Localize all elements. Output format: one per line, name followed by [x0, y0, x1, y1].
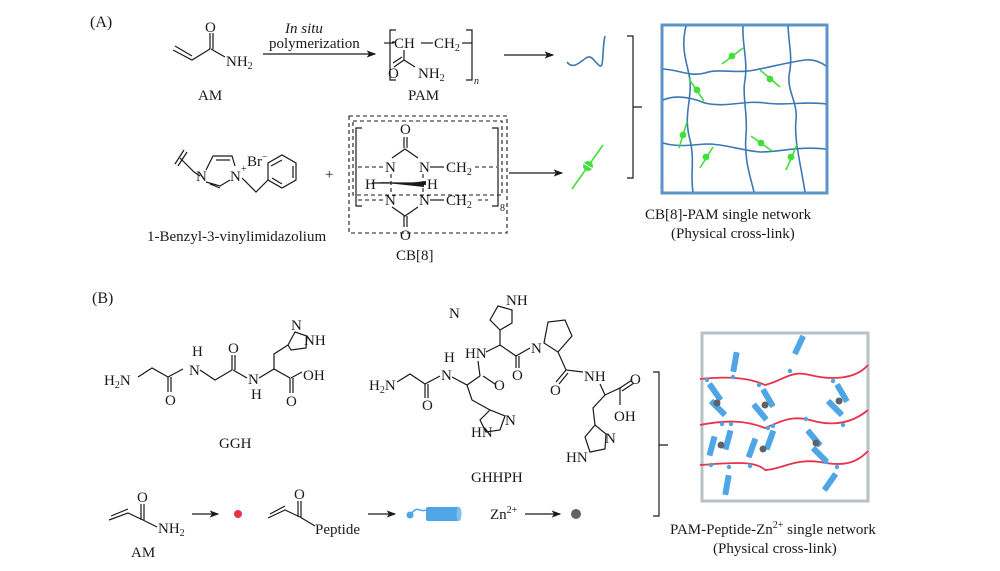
- svg-text:O: O: [400, 228, 411, 244]
- svg-text:N: N: [291, 318, 302, 334]
- svg-text:O: O: [137, 490, 148, 506]
- svg-text:N: N: [531, 341, 542, 357]
- cb8-structure: 8 O N N CH2 H H N N CH2 O: [348, 115, 508, 244]
- svg-text:+: +: [241, 164, 247, 175]
- svg-text:O: O: [422, 398, 433, 414]
- pam-peptide-zn-network: [699, 331, 870, 503]
- svg-text:O: O: [286, 394, 297, 410]
- svg-text:N: N: [230, 169, 241, 185]
- svg-text:H: H: [444, 350, 455, 366]
- svg-text:N: N: [449, 306, 460, 322]
- cb8-label: CB[8]: [396, 248, 434, 264]
- svg-text:NH2: NH2: [418, 66, 445, 84]
- svg-text:H2N: H2N: [369, 378, 396, 396]
- svg-text:OH: OH: [614, 409, 636, 425]
- network-b-subtitle: (Physical cross-link): [713, 541, 837, 557]
- svg-text:NH: NH: [304, 333, 326, 349]
- svg-text:N: N: [419, 160, 430, 176]
- ggh-label: GGH: [219, 436, 252, 452]
- reaction-condition-bottom: polymerization: [269, 36, 360, 52]
- svg-text:NH2: NH2: [226, 54, 253, 72]
- svg-text:O: O: [630, 372, 641, 388]
- svg-text:H: H: [365, 177, 376, 193]
- svg-text:N: N: [605, 431, 616, 447]
- svg-text:N: N: [189, 363, 200, 379]
- ggh-structure: H2N O H N O N H N NH O OH: [104, 318, 326, 410]
- am-monomer-dot: [234, 510, 242, 518]
- panel-a-bracket: [627, 35, 642, 179]
- peptide-label: Peptide: [315, 522, 360, 538]
- svg-text:O: O: [205, 20, 216, 36]
- reaction-condition-top: In situ: [284, 21, 323, 37]
- network-b-frame: [700, 331, 870, 503]
- svg-text:n: n: [474, 76, 479, 87]
- am-label: AM: [198, 88, 222, 104]
- svg-text:O: O: [494, 378, 505, 394]
- svg-text:NH2: NH2: [158, 521, 185, 539]
- svg-text:8: 8: [500, 203, 505, 214]
- panel-b-bracket: [653, 371, 668, 517]
- acryloyl-peptide-structure: O Peptide: [267, 487, 360, 538]
- crosslink-icon: [571, 144, 604, 190]
- network-a-subtitle: (Physical cross-link): [671, 226, 795, 242]
- svg-text:H: H: [192, 344, 203, 360]
- ghhph-label: GHHPH: [471, 470, 523, 486]
- svg-text:Br−: Br−: [247, 152, 268, 170]
- svg-text:H: H: [427, 177, 438, 193]
- am-structure-b: O NH2: [108, 490, 185, 539]
- pam-label: PAM: [408, 88, 439, 104]
- svg-text:O: O: [228, 341, 239, 357]
- svg-text:CH2: CH2: [434, 36, 460, 54]
- svg-text:N: N: [441, 368, 452, 384]
- imidazolium-label: 1-Benzyl-3-vinylimidazolium: [147, 229, 326, 245]
- svg-text:O: O: [165, 393, 176, 409]
- pam-chain-icon: [566, 35, 606, 67]
- panel-b-label: (B): [92, 290, 113, 307]
- am-label-b: AM: [131, 545, 155, 561]
- svg-text:CH2: CH2: [446, 193, 472, 211]
- svg-text:O: O: [388, 66, 399, 82]
- plus-sign: +: [325, 167, 333, 183]
- svg-text:H: H: [251, 387, 262, 403]
- network-a-frame: [660, 23, 829, 195]
- svg-text:CH2: CH2: [446, 160, 472, 178]
- pam-structure: CH CH2 n O NH2: [384, 29, 479, 87]
- svg-text:OH: OH: [303, 368, 325, 384]
- svg-text:N: N: [419, 193, 430, 209]
- svg-text:HN: HN: [465, 346, 487, 362]
- svg-text:N: N: [248, 372, 259, 388]
- network-b-title: PAM-Peptide-Zn2+ single network: [670, 520, 876, 538]
- peptide-icon: [406, 507, 462, 521]
- svg-text:CH: CH: [394, 36, 415, 52]
- svg-text:O: O: [512, 368, 523, 384]
- svg-text:H2N: H2N: [104, 373, 131, 391]
- svg-text:O: O: [550, 383, 561, 399]
- svg-text:O: O: [400, 122, 411, 138]
- svg-text:N: N: [505, 413, 516, 429]
- svg-text:O: O: [294, 487, 305, 503]
- svg-text:HN: HN: [566, 450, 588, 466]
- ghhph-structure: H2N O H N HN N O HN N NH O N O NH O OH H…: [369, 293, 641, 466]
- zinc-label: Zn2+: [490, 505, 518, 523]
- cb8-pam-network: [660, 23, 829, 195]
- panel-a-label: (A): [90, 14, 112, 31]
- svg-text:N: N: [196, 169, 207, 185]
- network-a-title: CB[8]-PAM single network: [645, 207, 812, 223]
- acrylamide-structure: O NH2: [172, 20, 253, 72]
- zinc-ion-dot: [571, 509, 581, 519]
- svg-text:HN: HN: [471, 425, 493, 441]
- svg-text:NH: NH: [506, 293, 528, 309]
- svg-text:NH: NH: [584, 369, 606, 385]
- svg-text:N: N: [385, 160, 396, 176]
- benzylvinylimidazolium-structure: N N + Br−: [174, 149, 297, 193]
- svg-text:N: N: [385, 193, 396, 209]
